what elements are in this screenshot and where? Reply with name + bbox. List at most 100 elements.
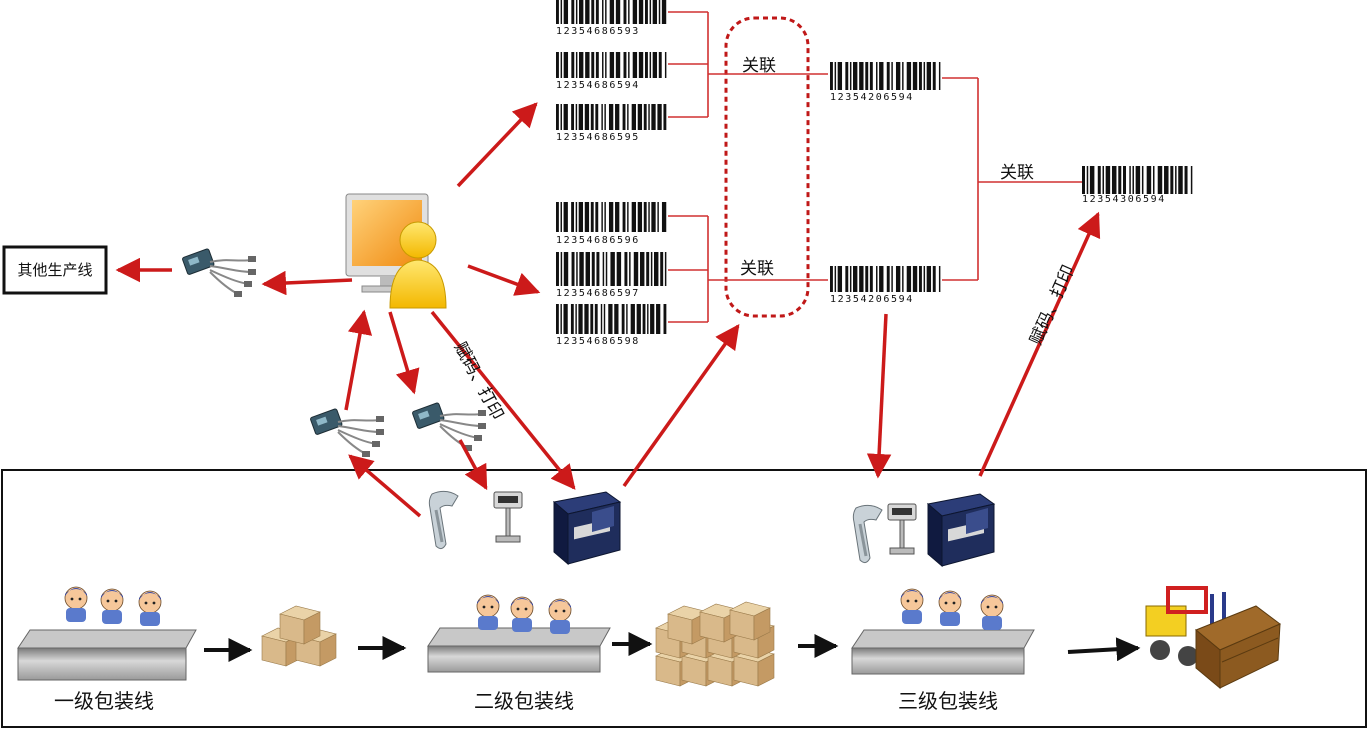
barcode-bar [1184, 166, 1188, 194]
line-label-level1: 一级包装线 [54, 689, 154, 713]
barcode-bar [932, 266, 936, 292]
barcode-bar [556, 304, 559, 334]
barcode-bar [579, 52, 584, 78]
barcode-bar [563, 0, 569, 24]
barcode-bar [601, 104, 603, 130]
barcode-bar [595, 202, 599, 232]
barcode-secondary-top: 12354206594 [830, 62, 941, 103]
barcode-bar [637, 104, 643, 130]
barcode-bar [1118, 166, 1122, 194]
barcode-bar [608, 304, 613, 334]
barcode-bar [640, 252, 645, 286]
hub-device-icon-left [181, 247, 257, 298]
barcode-bar [627, 104, 629, 130]
barcode-bar [591, 52, 595, 78]
barcode-bar [656, 304, 661, 334]
barcode-bar [650, 304, 655, 334]
barcode-bar [605, 0, 607, 24]
barcode-bar [615, 0, 621, 24]
barcode-bar [608, 202, 614, 232]
barcode-bar [584, 202, 590, 232]
label-printer-icon-1 [553, 491, 621, 565]
association-dashed-box [724, 16, 810, 318]
barcode-bar [663, 304, 667, 334]
barcode-bar [632, 0, 638, 24]
barcode-primary-5: 12354686597 [556, 252, 667, 299]
barcode-bar [560, 202, 562, 232]
barcode-bar [1102, 166, 1105, 194]
cartons-small-stack [261, 605, 337, 667]
barcode-bar [560, 252, 563, 286]
barcode-bar [830, 62, 833, 90]
barcode-bar [575, 202, 578, 232]
barcode-bar [556, 202, 559, 232]
barcode-primary-3: 12354686595 [556, 104, 667, 143]
barcode-bar [876, 62, 878, 90]
barcode-bar [631, 104, 636, 130]
barcode-bar [591, 252, 595, 286]
barcode-bar [595, 0, 599, 24]
barcode-bar [614, 304, 619, 334]
barcode-bar [609, 0, 615, 24]
barcode-bar [560, 0, 563, 24]
barcode-bar [912, 62, 918, 90]
barcode-bar [556, 252, 559, 286]
barcode-bar [1157, 166, 1163, 194]
barcode-bar [649, 52, 652, 78]
barcode-bar [1164, 166, 1169, 194]
barcode-primary-4: 12354686596 [556, 202, 667, 246]
barcode-number: 12354206594 [830, 294, 914, 305]
barcode-bar [578, 202, 584, 232]
barcode-bar [578, 104, 584, 130]
barcode-bar [1111, 166, 1117, 194]
barcode-bar [918, 266, 922, 292]
line-label-level2: 二级包装线 [474, 689, 574, 713]
barcode-bar [902, 62, 904, 90]
barcode-bar [628, 0, 630, 24]
barcode-number: 12354306594 [1082, 194, 1166, 205]
barcode-bar [575, 304, 577, 334]
barcode-bar [834, 266, 837, 292]
barcode-bar [571, 0, 575, 24]
barcode-bar [604, 202, 606, 232]
barcode-number: 12354686593 [556, 26, 640, 37]
barcode-bar [556, 52, 559, 78]
barcode-bar [584, 304, 589, 334]
barcode-bar [1123, 166, 1127, 194]
barcode-bar [638, 52, 644, 78]
barcode-bar [1097, 166, 1101, 194]
barcode-bar [891, 62, 893, 90]
barcode-bar [637, 202, 643, 232]
barcode-bar [610, 252, 615, 286]
barcode-bar [918, 62, 922, 90]
barcode-bar [590, 202, 594, 232]
hub-device-icon-bottom-left [309, 407, 385, 458]
barcode-bar [585, 252, 590, 286]
barcode-bar [616, 252, 622, 286]
barcode-scanner-icon-1 [427, 489, 460, 551]
barcode-bar [595, 52, 599, 78]
barcode-bar [578, 304, 583, 334]
barcode-bar [891, 266, 893, 292]
flow-arrows [115, 102, 1101, 518]
line-flow-arrows [204, 632, 1141, 662]
barcode-bar [615, 104, 620, 130]
barcode-bar [1132, 166, 1134, 194]
barcode-primary-2: 12354686594 [556, 52, 667, 91]
barcode-bar [902, 266, 904, 292]
barcode-bar [865, 266, 869, 292]
barcode-number: 12354686597 [556, 288, 640, 299]
packaging-line-1 [17, 586, 197, 681]
barcode-bar [644, 0, 648, 24]
barcode-bar [1086, 166, 1089, 194]
barcode-bar [652, 52, 658, 78]
barcode-bar [638, 0, 644, 24]
barcode-bar [1146, 166, 1152, 194]
barcode-primary-6: 12354686598 [556, 304, 667, 347]
scale-terminal-icon-2 [887, 503, 917, 555]
barcode-bar [571, 202, 575, 232]
barcode-bar [590, 104, 594, 130]
barcode-number: 12354206594 [830, 92, 914, 103]
other-lines-box [2, 245, 108, 295]
